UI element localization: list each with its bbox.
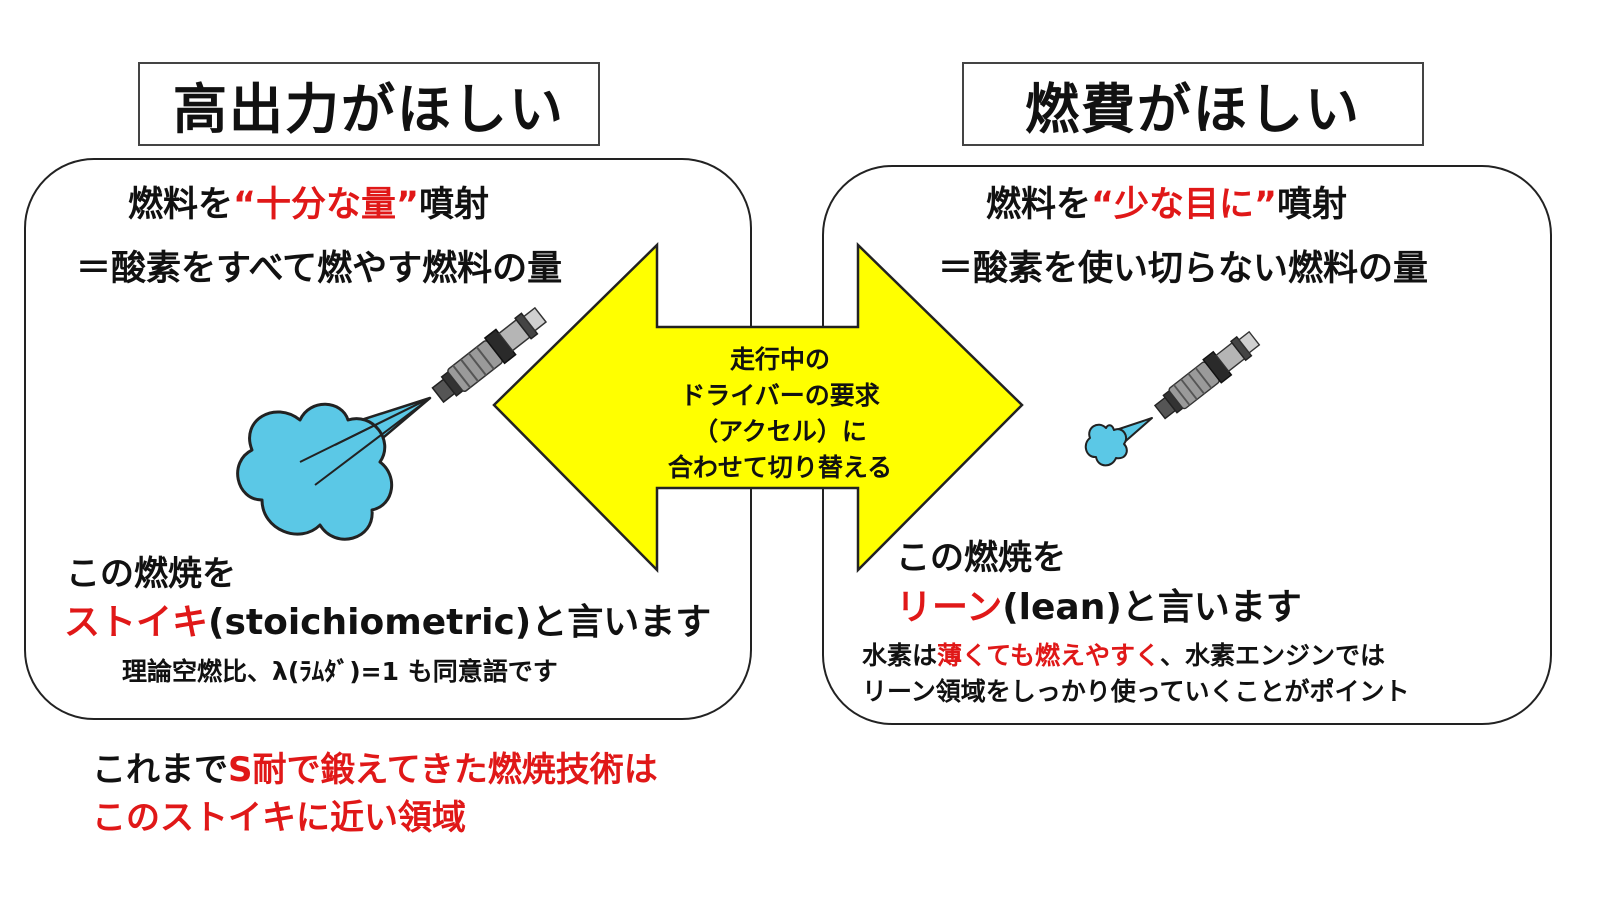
bottom-line-2: このストイキに近い領域: [92, 798, 466, 838]
right-fuel-pre: 燃料を: [986, 185, 1092, 225]
left-term-rest: (stoichiometric)と言います: [208, 602, 712, 643]
right-combustion-line: この燃焼を: [896, 538, 1066, 578]
bottom-line-1: これまでS耐で鍛えてきた燃焼技術は: [92, 742, 658, 791]
left-synonym-line: 理論空燃比、λ(ﾗﾑﾀﾞ)=1 も同意語です: [122, 657, 558, 686]
right-note-pre: 水素は: [862, 641, 938, 670]
right-fuel-emphasis: “少な目に”: [1091, 185, 1278, 225]
right-note-line-2: リーン領域をしっかり使っていくことがポイント: [862, 677, 1410, 706]
arrow-caption-line-2: ドライバーの要求: [680, 381, 880, 410]
arrow-caption-line-1: 走行中の: [729, 345, 830, 374]
left-fuel-line: 燃料を“十分な量”噴射: [128, 176, 489, 227]
right-fuel-post: 噴射: [1277, 185, 1348, 225]
right-note-line-1: 水素は薄くても燃えやすく、水素エンジンでは: [862, 636, 1385, 672]
left-fuel-spray-cloud-icon: [236, 396, 432, 541]
left-fuel-pre: 燃料を: [128, 185, 234, 225]
left-title: 高出力がほしい: [173, 77, 565, 141]
left-combustion-line: この燃焼を: [66, 554, 236, 594]
right-term-rest: (lean)と言います: [1002, 587, 1302, 628]
right-note-post: 、水素エンジンでは: [1160, 641, 1386, 670]
left-term: ストイキ: [64, 602, 209, 643]
bidirectional-arrow: [492, 242, 1024, 574]
left-title-box: 高出力がほしい: [138, 62, 600, 146]
right-fuel-spray-cloud-icon: [1084, 417, 1153, 467]
left-oxygen-line: ＝酸素をすべて燃やす燃料の量: [76, 249, 563, 289]
arrow-caption-line-3: （アクセル）に: [693, 417, 867, 446]
bottom-emphasis: S耐で鍛えてきた燃焼技術は: [228, 750, 658, 790]
right-title-box: 燃費がほしい: [962, 62, 1424, 146]
right-term: リーン: [896, 587, 1003, 628]
bottom-pre: これまで: [92, 750, 228, 790]
left-term-line: ストイキ(stoichiometric)と言います: [64, 593, 711, 645]
right-term-line: リーン(lean)と言います: [896, 578, 1302, 630]
right-oxygen-line: ＝酸素を使い切らない燃料の量: [938, 249, 1429, 289]
right-fuel-line: 燃料を“少な目に”噴射: [986, 176, 1347, 227]
right-title: 燃費がほしい: [1025, 77, 1361, 141]
arrow-caption-line-4: 合わせて切り替える: [667, 453, 893, 482]
left-fuel-injector-icon: [431, 306, 548, 404]
left-fuel-emphasis: “十分な量”: [233, 185, 420, 225]
right-note-emphasis: 薄くても燃えやすく: [937, 641, 1161, 670]
arrow-caption: 走行中の ドライバーの要求 （アクセル）に 合わせて切り替える: [600, 342, 960, 486]
right-fuel-injector-icon: [1153, 330, 1261, 420]
left-fuel-post: 噴射: [419, 185, 490, 225]
